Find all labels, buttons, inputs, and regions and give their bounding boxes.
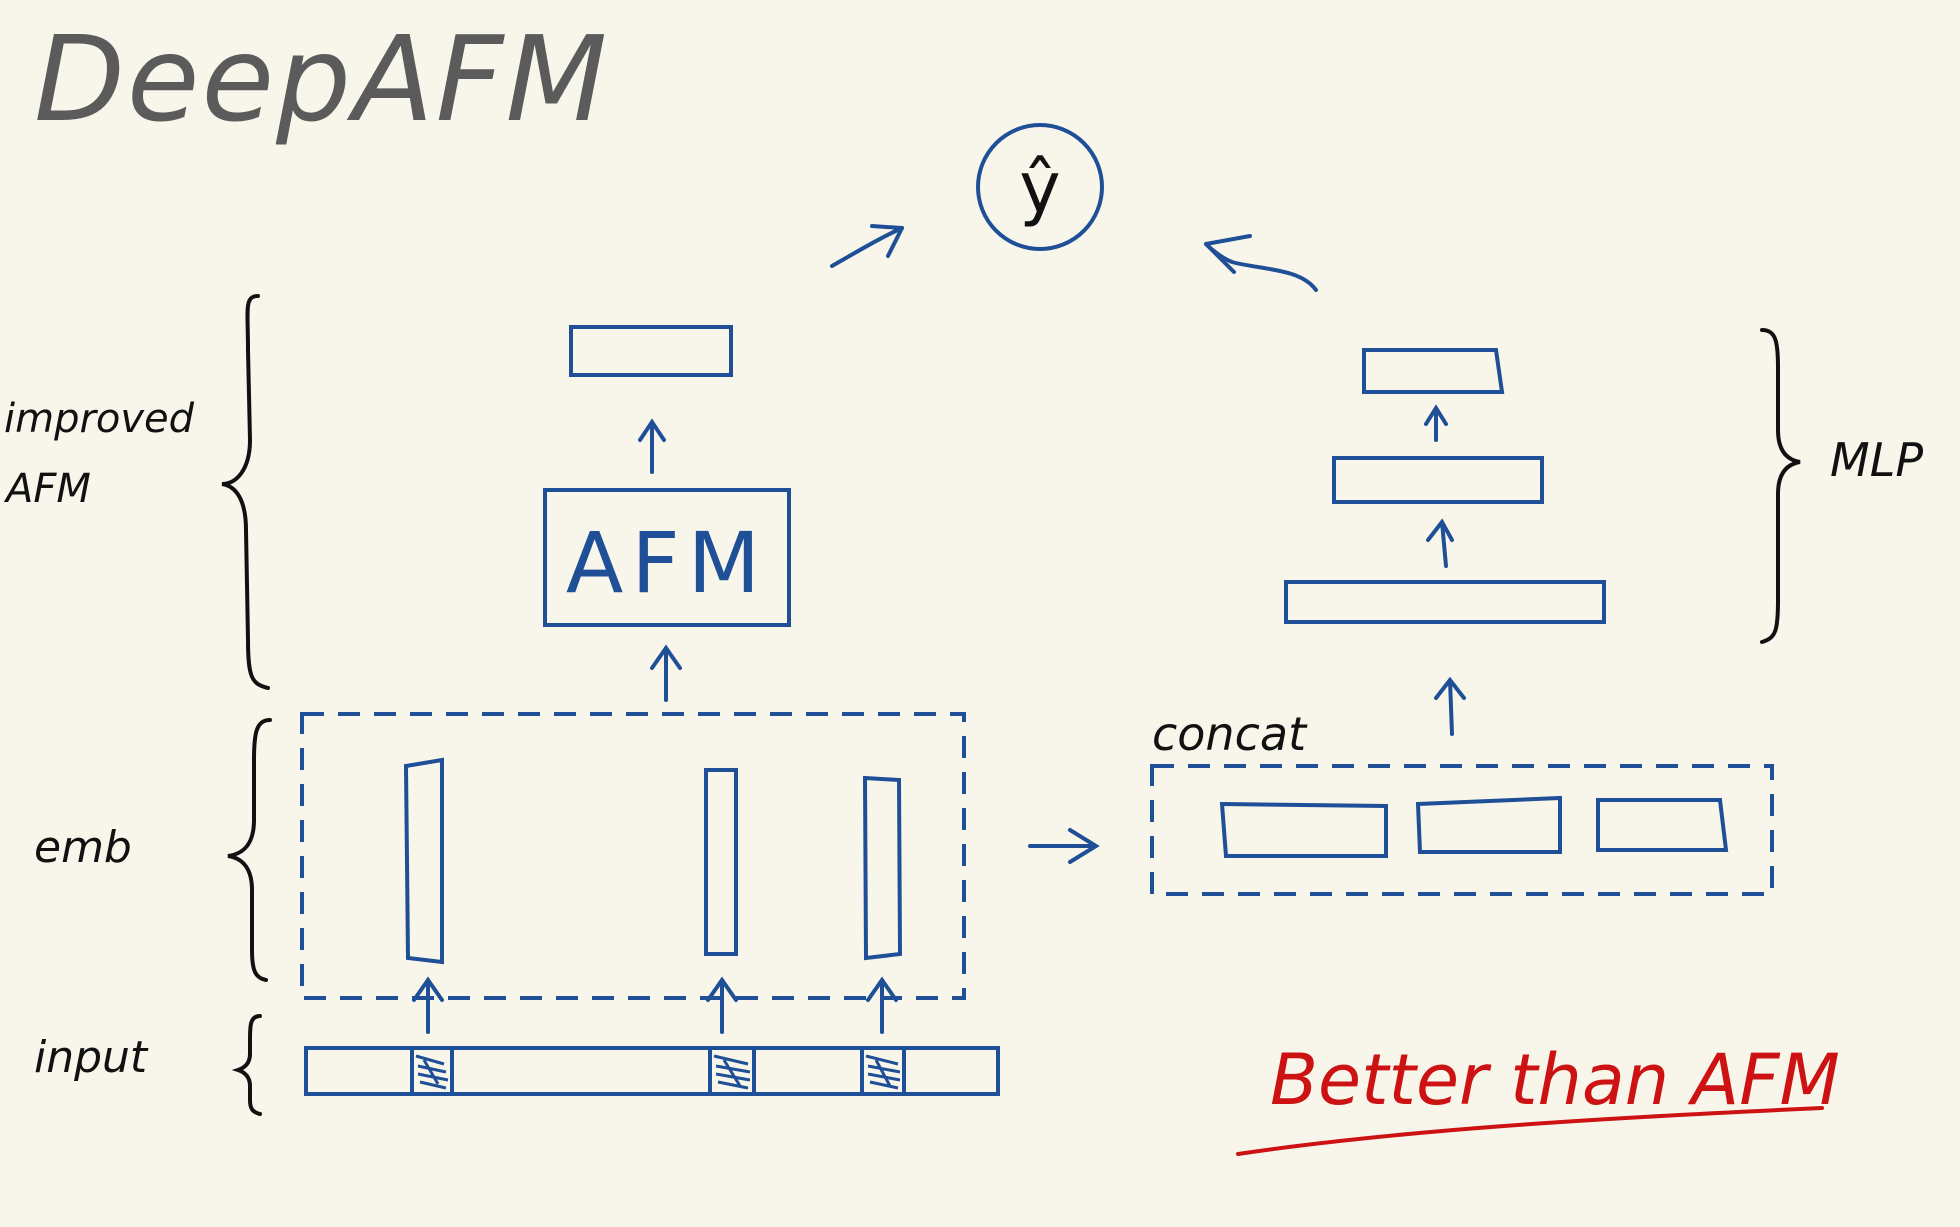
concat-vector-1: [1219, 801, 1388, 858]
output-node: ŷ: [976, 123, 1104, 251]
arrow-mlp-1-to-2: [1426, 518, 1454, 568]
concat-vector-3: [1596, 798, 1729, 852]
arrow-mlp-2-to-3: [1424, 404, 1448, 442]
arrow-input-to-emb-3: [866, 976, 898, 1034]
input-bar: [304, 1046, 1000, 1096]
afm-box-label: AFM: [566, 514, 768, 612]
afm-box: [543, 488, 791, 627]
brace-mlp: [1760, 328, 1801, 644]
brace-improved-afm: [221, 294, 270, 690]
label-improved: improved: [4, 396, 195, 442]
input-active-slot-2: [708, 1048, 756, 1094]
afm-output-box: [569, 325, 733, 377]
input-bar-frame: [304, 1046, 1000, 1096]
input-active-slot-1: [410, 1048, 454, 1094]
output-label: ŷ: [1019, 147, 1060, 229]
input-active-slot-3: [860, 1048, 906, 1094]
label-emb: emb: [34, 822, 132, 873]
arrow-emb-to-afm: [650, 644, 682, 702]
mlp-layer-3: [1362, 348, 1505, 394]
emb-dashed-group: [300, 712, 966, 1000]
arrow-mlp-to-output: [1204, 234, 1318, 292]
emb-vector-2: [704, 768, 738, 956]
arrow-concat-to-mlp: [1434, 676, 1466, 736]
brace-emb: [227, 718, 272, 982]
label-mlp: MLP: [1830, 433, 1923, 487]
arrow-afm-to-output: [830, 224, 904, 268]
arrow-afm-up: [638, 418, 666, 474]
label-concat: concat: [1152, 707, 1308, 761]
note-text: Better than AFM: [1270, 1039, 1840, 1121]
concat-dashed-group: [1150, 764, 1774, 896]
label-input: input: [34, 1032, 149, 1083]
note-underline: [1236, 1106, 1824, 1156]
note-better-than-afm: Better than AFM: [1236, 1039, 1840, 1156]
mlp-layer-1: [1284, 580, 1606, 624]
output-circle: [976, 123, 1104, 251]
brace-input: [231, 1014, 262, 1116]
emb-vector-3: [862, 775, 903, 961]
label-afm-side: AFM: [3, 466, 91, 512]
arrow-emb-to-concat: [1028, 828, 1100, 864]
arrow-input-to-emb-1: [412, 976, 444, 1034]
emb-vector-1: [403, 757, 444, 965]
arrow-input-to-emb-2: [706, 976, 738, 1034]
mlp-layer-2: [1332, 456, 1544, 504]
diagram-title: DeepAFM: [34, 10, 609, 148]
concat-vector-2: [1415, 795, 1562, 854]
